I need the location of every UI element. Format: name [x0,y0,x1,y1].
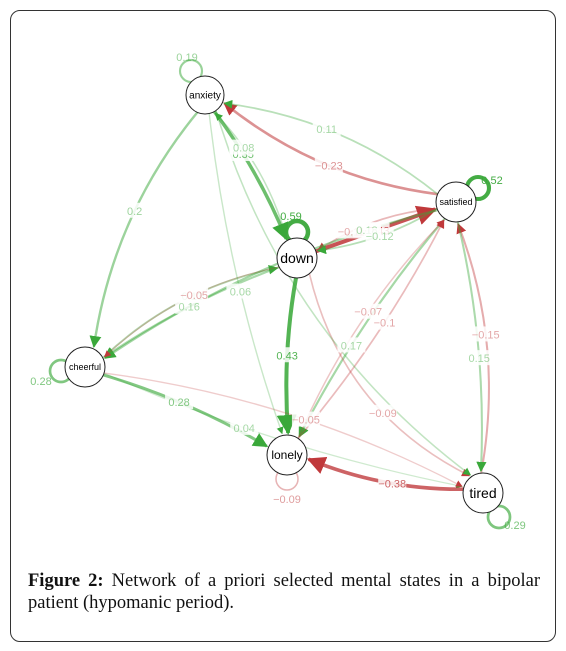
self-loop-label-lonely: −0.09 [273,494,301,506]
edge-label-down-to-lonely: 0.43 [276,350,297,362]
node-circle-anxiety [185,75,225,115]
nodes-layer: anxiety satisfied down cheerful lonely tired [64,75,504,514]
edge-cheerful-to-lonely [102,373,269,448]
self-loop-label-tired: 0.29 [504,520,525,532]
node-circle-cheerful [64,346,106,388]
edges-layer [48,58,512,530]
edge-down-to-anxiety [214,112,288,241]
edge-label-down-to-anxiety: 0.08 [233,143,254,155]
edge-satisfied-to-down [317,207,438,252]
edge-label-lonely-to-satisfied: −0.1 [374,318,396,330]
node-circle-lonely [266,434,308,476]
node-label-lonely: lonely [271,448,302,462]
node-label-tired: tired [469,485,496,501]
edge-label-background [120,202,149,218]
edge-label-background [312,121,341,137]
edge-label-tired-to-lonely: −0.38 [378,478,406,490]
figure-frame [10,10,556,642]
edge-label-background [378,475,407,491]
node-lonely: lonely [266,434,308,476]
edge-label-background [471,326,500,342]
edge-labels-layer: 0.35−0.230.110.20.08−0.43−0.110.430.160.… [30,52,525,532]
node-label-down: down [280,250,313,266]
node-satisfied: satisfied [435,181,477,223]
edge-label-background [291,411,320,427]
edge-label-satisfied-to-anxiety: 0.11 [316,124,337,136]
edge-satisfied-to-tired [456,221,487,473]
node-label-anxiety: anxiety [189,91,221,102]
edge-down-to-tired [308,273,471,477]
edge-anxiety-to-tired [215,110,472,476]
edge-label-satisfied-to-lonely: 0.17 [341,340,362,352]
self-loop-label-down: 0.59 [280,211,301,223]
edge-label-anxiety-to-lonely: 0.06 [230,287,251,299]
edge-satisfied-to-lonely [298,217,446,438]
edge-label-background [226,283,255,299]
self-loop-label-cheerful: 0.28 [30,376,51,388]
network-diagram: 0.35−0.230.110.20.08−0.43−0.110.430.160.… [30,52,525,532]
node-label-cheerful: cheerful [69,362,101,372]
edge-label-background [314,157,343,173]
node-circle-tired [462,472,504,514]
node-circle-satisfied [435,181,477,223]
edge-label-cheerful-to-tired: −0.05 [292,415,320,427]
edge-label-cheerful-to-lonely: 0.28 [168,397,189,409]
edge-label-background [273,347,302,363]
edge-anxiety-to-lonely [208,113,284,435]
node-cheerful: cheerful [64,346,106,388]
edge-label-background [165,394,194,410]
edge-label-background [337,337,366,353]
edge-label-background [230,419,259,435]
self-loop-label-satisfied: 0.52 [481,175,502,187]
edge-satisfied-to-cheerful [104,209,438,359]
edge-label-satisfied-to-anxiety: −0.23 [315,161,343,173]
edge-label-down-to-tired: −0.09 [369,408,397,420]
edge-anxiety-to-cheerful [89,111,199,349]
node-down: down [276,237,318,279]
edge-anxiety-to-down [212,110,289,241]
edge-label-anxiety-to-cheerful: 0.2 [127,206,142,218]
edge-label-background [370,314,399,330]
edge-tired-to-satisfied [456,222,490,474]
self-loop-label-anxiety: 0.19 [176,52,197,64]
edge-label-background [180,286,209,302]
edge-label-satisfied-to-tired: 0.15 [468,353,489,365]
node-anxiety: anxiety [185,75,225,115]
edge-label-background [368,404,397,420]
edge-label-background [229,139,258,155]
edge-label-satisfied-to-down: −0.12 [366,231,394,243]
edge-label-down-to-cheerful: 0.16 [178,302,199,314]
node-tired: tired [462,472,504,514]
caption-label: Figure 2: [28,571,104,591]
edge-label-background [365,228,394,244]
edge-label-cheerful-to-tired: 0.04 [234,423,255,435]
figure-caption: Figure 2: Network of a priori selected m… [28,570,540,614]
caption-text: Network of a priori selected mental stat… [28,571,540,613]
node-circle-down [276,237,318,279]
node-label-satisfied: satisfied [439,197,472,207]
edge-label-down-to-cheerful: −0.05 [180,290,208,302]
edge-lonely-to-satisfied [297,219,445,439]
self-loop-tired [486,504,512,530]
edge-label-tired-to-satisfied: −0.15 [472,329,500,341]
edge-cheerful-to-tired [103,372,463,487]
edge-label-background [465,350,494,366]
